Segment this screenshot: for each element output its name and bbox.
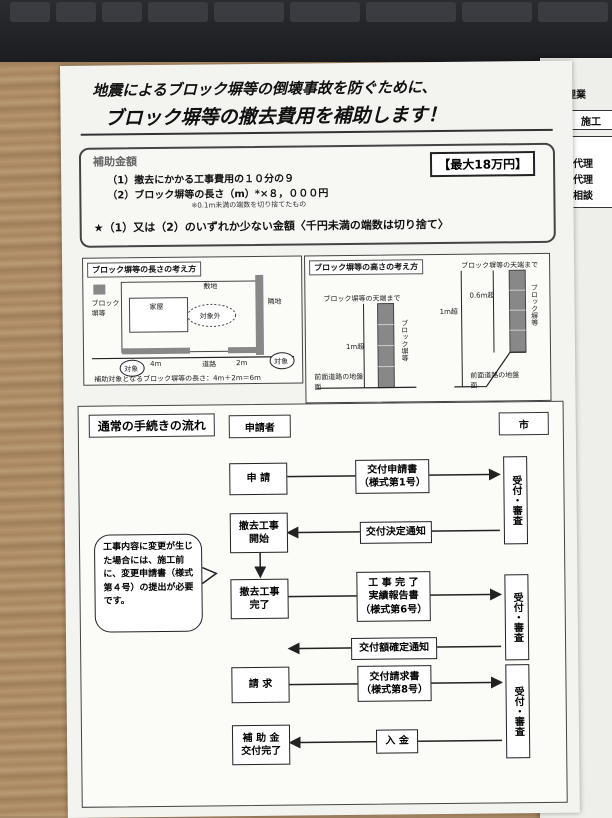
keyboard <box>0 0 612 62</box>
form-claim-name: 交付請求書 <box>369 670 419 684</box>
form-application-number: （様式第1号） <box>359 476 426 490</box>
city-review-2: 受付・審査 <box>504 574 529 660</box>
block-legend-swatch <box>93 285 105 295</box>
excluded-label: 対象外 <box>200 311 221 321</box>
length-panel: ブロック塀等の長さの考え方 ブロック塀等 敷地 家屋 対象外 隣地 対象 対象 … <box>82 255 303 385</box>
subsidy-box: 補助金額 【最大18万円】 （1）撤去にかかる工事費用の１０分の９ （2）ブロッ… <box>79 143 556 248</box>
height-06m-label: 0.6m超 <box>469 290 494 300</box>
notice-payment: 入 金 <box>376 729 418 753</box>
subsidy-heading: 補助金額 <box>93 153 137 169</box>
report-line2: 実績報告書 <box>369 590 419 604</box>
step-claim: 請 求 <box>231 667 289 704</box>
road-line <box>92 357 294 359</box>
keyboard-key <box>538 2 608 22</box>
form-claim: 交付請求書 （様式第8号） <box>357 665 431 702</box>
keyboard-key <box>102 2 142 22</box>
front-block-wall-right <box>228 347 258 353</box>
lot-label: 敷地 <box>203 281 217 291</box>
side-page-text: 代理 <box>573 155 593 170</box>
notice-amount-confirmed: 交付額確定通知 <box>351 637 437 660</box>
work-done-line2: 完了 <box>250 599 270 613</box>
subsidy-note: ※0.1m未満の端数を切り捨てたもの <box>191 199 306 210</box>
keyboard-key <box>462 2 532 22</box>
city-review-1: 受付・審査 <box>503 456 528 544</box>
ground-label-2: 前面道路の地盤面 <box>470 370 520 391</box>
front-block-wall-left <box>122 348 190 355</box>
form-application-name: 交付申請書 <box>367 463 417 477</box>
block-wall-label-2: ブロック塀等 <box>529 284 539 326</box>
keyboard-key <box>10 2 50 22</box>
step-work-done: 撤去工事 完了 <box>230 579 288 620</box>
block-legend-label: ブロック塀等 <box>91 298 121 318</box>
bubble-pointer <box>202 567 216 583</box>
keyboard-key <box>290 2 360 22</box>
form-application: 交付申請書 （様式第1号） <box>355 459 429 494</box>
city-review-3: 受付・審査 <box>505 664 530 758</box>
length-2m: 2m <box>236 359 247 367</box>
title-line-1: 地震によるブロック塀等の倒壊事故を防ぐために、 <box>92 76 436 101</box>
length-diagram <box>83 256 302 384</box>
work-start-line1: 撤去工事 <box>239 519 279 533</box>
step-work-start: 撤去工事 開始 <box>230 513 288 554</box>
keyboard-key <box>56 2 96 22</box>
subsidy-complete-line1: 補 助 金 <box>242 731 279 745</box>
block-wall-2 <box>509 270 526 352</box>
house-label: 家屋 <box>149 302 163 312</box>
subsidy-rule: ★（1）又は（2）のいずれか少ない金額〈千円未満の端数は切り捨て〉 <box>94 216 449 236</box>
step-subsidy-complete: 補 助 金 交付完了 <box>232 725 290 766</box>
notice-decision: 交付決定通知 <box>360 521 432 544</box>
work-done-line1: 撤去工事 <box>239 585 279 599</box>
neighbor-label: 隣地 <box>267 297 281 307</box>
target-label-2: 対象 <box>274 357 288 367</box>
length-caption: 補助対象となるブロック塀等の長さ：4m＋2m＝6m <box>94 373 261 385</box>
work-start-line2: 開始 <box>249 533 269 547</box>
keyboard-key <box>148 2 208 22</box>
keyboard-key <box>366 2 456 22</box>
height-1m-label-1: 1m超 <box>346 342 364 352</box>
report-line3: （様式第6号） <box>360 603 427 617</box>
report-line1: 工 事 完 了 <box>368 576 419 590</box>
length-4m: 4m <box>150 360 161 368</box>
procedure-flow-panel: 通常の手続きの流れ 申請者 市 申 請 交付申請書 （様式第1号） 受付・審査 … <box>78 401 568 808</box>
brochure-page: 地震によるブロック塀等の倒壊事故を防ぐために、 ブロック塀等の撤去費用を補助しま… <box>60 61 580 818</box>
height-1m-label-2: 1m超 <box>440 307 458 317</box>
subsidy-complete-line2: 交付完了 <box>241 745 281 759</box>
max-amount-badge: 【最大18万円】 <box>430 151 535 177</box>
side-page-text: 代理 <box>573 171 593 186</box>
form-claim-number: （様式第8号） <box>361 683 428 697</box>
block-wall-label-1: ブロック塀等 <box>400 319 410 361</box>
height-arrow-2 <box>461 271 462 387</box>
change-notice-bubble: 工事内容に変更が生じた場合には、施工前に、変更申請書（様式第４号）の提出が必要で… <box>94 534 203 633</box>
side-page-text: 相談 <box>573 187 593 202</box>
form-completion-report: 工 事 完 了 実績報告書 （様式第6号） <box>356 571 431 622</box>
ground-label-1: 前面道路の地盤面 <box>314 372 364 393</box>
side-page-tab: 施工 <box>581 113 601 128</box>
height-panel: ブロック塀等の高さの考え方 ブロック塀等の天端まで ブロック塀等の天端まで 1m… <box>304 253 552 404</box>
keyboard-key <box>214 2 284 22</box>
neighbor-block-wall <box>255 275 264 355</box>
wall-top-label-2: ブロック塀等の天端まで <box>461 260 538 271</box>
road-label: 道路 <box>202 359 216 369</box>
page-title: ブロック塀等の撤去費用を補助します！ <box>104 100 446 131</box>
height-arrow-3 <box>493 270 494 352</box>
step-apply: 申 請 <box>229 463 287 496</box>
wall-top-label-1: ブロック塀等の天端まで <box>323 293 400 304</box>
target-label-1: 対象 <box>124 364 138 374</box>
